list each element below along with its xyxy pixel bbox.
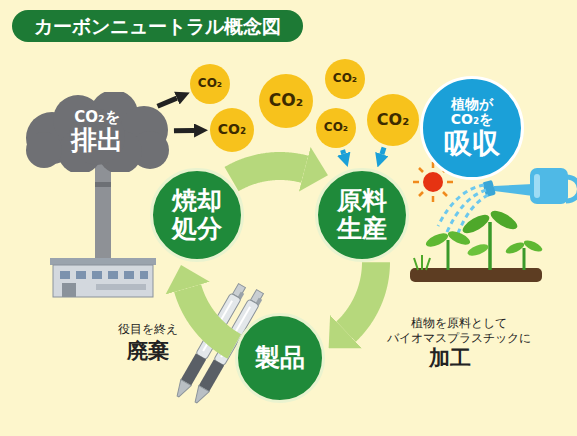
flow-arrow: [382, 148, 384, 155]
co2-bubble: CO₂: [190, 64, 230, 104]
water: [438, 185, 488, 236]
cycle-arrow: [188, 288, 235, 346]
co2-bubble: CO₂: [210, 108, 254, 152]
co2-bubble: CO₂: [325, 59, 365, 99]
node-text: CO₂: [269, 91, 303, 110]
annotation-label: 加工: [410, 345, 490, 371]
co2-bubble: CO₂: [259, 74, 313, 128]
cycle-arrow: [346, 262, 376, 331]
plants: [410, 207, 544, 282]
node-text: CO₂: [377, 111, 409, 129]
node-text: CO₂: [198, 77, 222, 90]
node-text: 植物が CO₂を: [434, 97, 510, 128]
annotation-label: 廃棄: [110, 338, 186, 364]
flow-arrow: [158, 98, 177, 106]
node-text: CO₂: [333, 72, 357, 85]
node-text: CO₂を: [74, 109, 119, 126]
pen: [173, 283, 247, 400]
co2-bubble: CO₂: [316, 108, 356, 148]
diagram-title: カーボンニュートラル概念図: [12, 10, 303, 42]
node-text: 原料 生産: [332, 187, 392, 243]
cycle-stage-circle: 製品: [235, 313, 325, 403]
node-text: 排出: [71, 126, 123, 155]
cycle-stage-circle: 原料 生産: [315, 168, 409, 262]
co2-bubble: CO₂: [367, 94, 419, 146]
flow-arrow: [174, 128, 194, 133]
cycle-stage-circle: 焼却 処分: [150, 168, 244, 262]
node-text: 吸収: [444, 128, 500, 159]
annotation-label: 植物を原料として バイオマスプラスチックに: [376, 316, 542, 346]
factory: [50, 150, 156, 297]
annotation-label: 役目を終え: [98, 322, 198, 337]
node-text: 製品: [255, 344, 305, 372]
absorb-circle: 植物が CO₂を吸収: [420, 76, 524, 180]
node-text: 焼却 処分: [167, 187, 227, 243]
node-text: CO₂: [324, 121, 348, 134]
flow-arrow: [343, 150, 344, 154]
emission-cloud: CO₂を排出: [22, 92, 172, 172]
cycle-arrow: [232, 166, 305, 179]
node-text: CO₂: [218, 122, 246, 138]
